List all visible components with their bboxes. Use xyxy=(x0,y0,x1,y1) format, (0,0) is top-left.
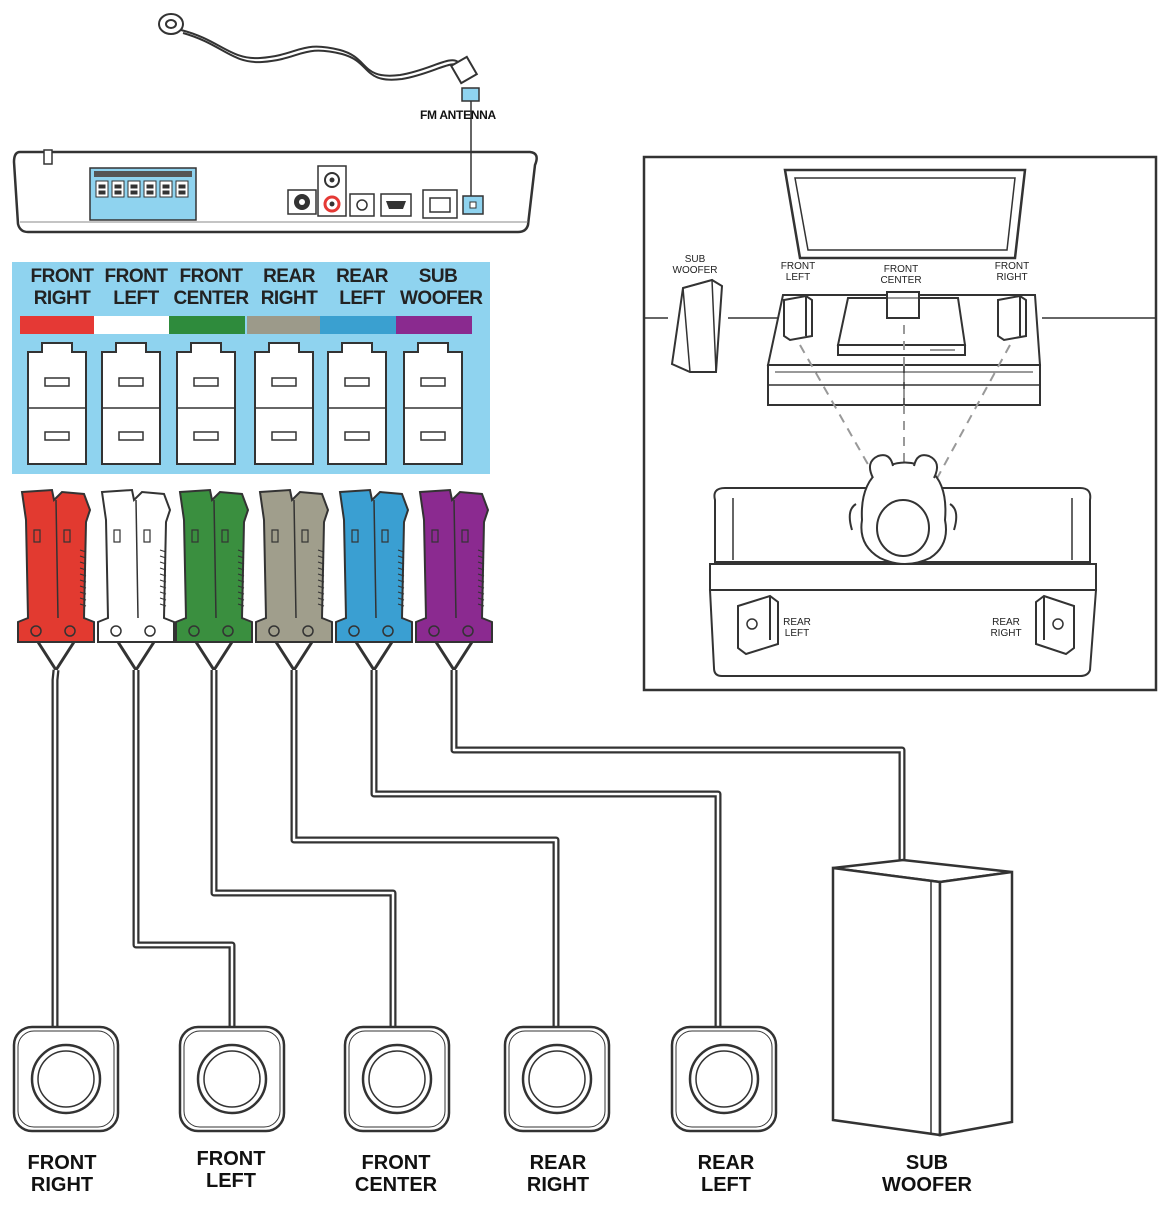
swatch-4 xyxy=(320,316,396,334)
plug-4 xyxy=(335,488,413,643)
room-label-rear-left: REAR LEFT xyxy=(783,617,811,639)
room-label-front-right: FRONT RIGHT xyxy=(994,261,1030,283)
swatch-0 xyxy=(20,316,96,334)
speaker-plugs xyxy=(17,488,493,643)
speaker-0 xyxy=(12,1025,120,1133)
panel-label-sub-woofer: SUB WOOFER xyxy=(400,266,483,309)
panel-label-front-right: FRONT RIGHT xyxy=(30,266,94,309)
fm-antenna-label: FM ANTENNA xyxy=(420,108,496,122)
panel-label-front-left: FRONT LEFT xyxy=(104,266,168,309)
cable-2 xyxy=(194,641,397,1030)
subwoofer-box xyxy=(831,858,1014,1137)
plug-3 xyxy=(255,488,333,643)
speaker-cables xyxy=(36,641,906,1030)
speaker-label-rear-right: REAR RIGHT xyxy=(526,1152,590,1196)
room-label-front-left: FRONT LEFT xyxy=(780,261,816,283)
swatch-5 xyxy=(396,316,472,334)
room-layout xyxy=(642,155,1158,692)
room-rear-left-speaker xyxy=(737,594,779,656)
swatch-1 xyxy=(94,316,170,334)
receiver-terminal xyxy=(95,180,109,198)
room-front-left-speaker xyxy=(783,294,813,342)
room-sofa xyxy=(708,487,1098,677)
room-label-sub-woofer: SUB WOOFER xyxy=(672,254,718,276)
room-front-right-speaker xyxy=(997,294,1027,342)
speaker-label-front-right: FRONT RIGHT xyxy=(27,1152,97,1196)
plug-5 xyxy=(415,488,493,643)
cable-0 xyxy=(36,641,76,1030)
color-swatches xyxy=(20,316,472,334)
receiver-unit xyxy=(12,149,538,234)
speaker-4 xyxy=(670,1025,778,1133)
cable-1 xyxy=(116,641,236,1030)
speaker-label-rear-left: REAR LEFT xyxy=(697,1152,755,1196)
speaker-label-sub-woofer: SUB WOOFER xyxy=(882,1152,972,1196)
receiver-terminal xyxy=(143,180,157,198)
speaker-2 xyxy=(343,1025,451,1133)
panel-socket xyxy=(101,342,161,465)
swatch-3 xyxy=(247,316,323,334)
panel-label-rear-left: REAR LEFT xyxy=(336,266,388,309)
cable-3 xyxy=(274,641,560,1030)
fm-antenna-cable xyxy=(158,13,461,81)
panel-socket xyxy=(176,342,236,465)
room-front-center-speaker xyxy=(886,291,920,319)
room-label-rear-right: REAR RIGHT xyxy=(990,617,1022,639)
panel-socket xyxy=(27,342,87,465)
cable-4 xyxy=(354,641,722,1030)
speaker-label-front-center: FRONT CENTER xyxy=(354,1152,438,1196)
room-subwoofer xyxy=(670,278,724,373)
plug-2 xyxy=(175,488,253,643)
cable-5 xyxy=(434,641,906,862)
room-label-front-center: FRONT CENTER xyxy=(880,264,922,286)
receiver-terminal xyxy=(127,180,141,198)
speaker-label-front-left: FRONT LEFT xyxy=(196,1148,266,1192)
panel-label-front-center: FRONT CENTER xyxy=(173,266,249,309)
room-tv xyxy=(783,168,1027,260)
antenna-jack-indicator xyxy=(461,87,480,102)
speaker-3 xyxy=(503,1025,611,1133)
panel-label-rear-right: REAR RIGHT xyxy=(260,266,318,309)
antenna-plug xyxy=(449,55,479,85)
room-receiver xyxy=(836,297,967,356)
panel-socket xyxy=(327,342,387,465)
speaker-1 xyxy=(178,1025,286,1133)
plug-1 xyxy=(97,488,175,643)
speakers xyxy=(12,1025,778,1133)
panel-sockets xyxy=(27,342,463,465)
receiver-terminal xyxy=(175,180,189,198)
panel-socket xyxy=(254,342,314,465)
receiver-terminal xyxy=(159,180,173,198)
room-rear-right-speaker xyxy=(1035,594,1075,656)
plug-0 xyxy=(17,488,95,643)
receiver-terminal xyxy=(111,180,125,198)
room-listener xyxy=(848,454,958,565)
swatch-2 xyxy=(169,316,245,334)
panel-socket xyxy=(403,342,463,465)
